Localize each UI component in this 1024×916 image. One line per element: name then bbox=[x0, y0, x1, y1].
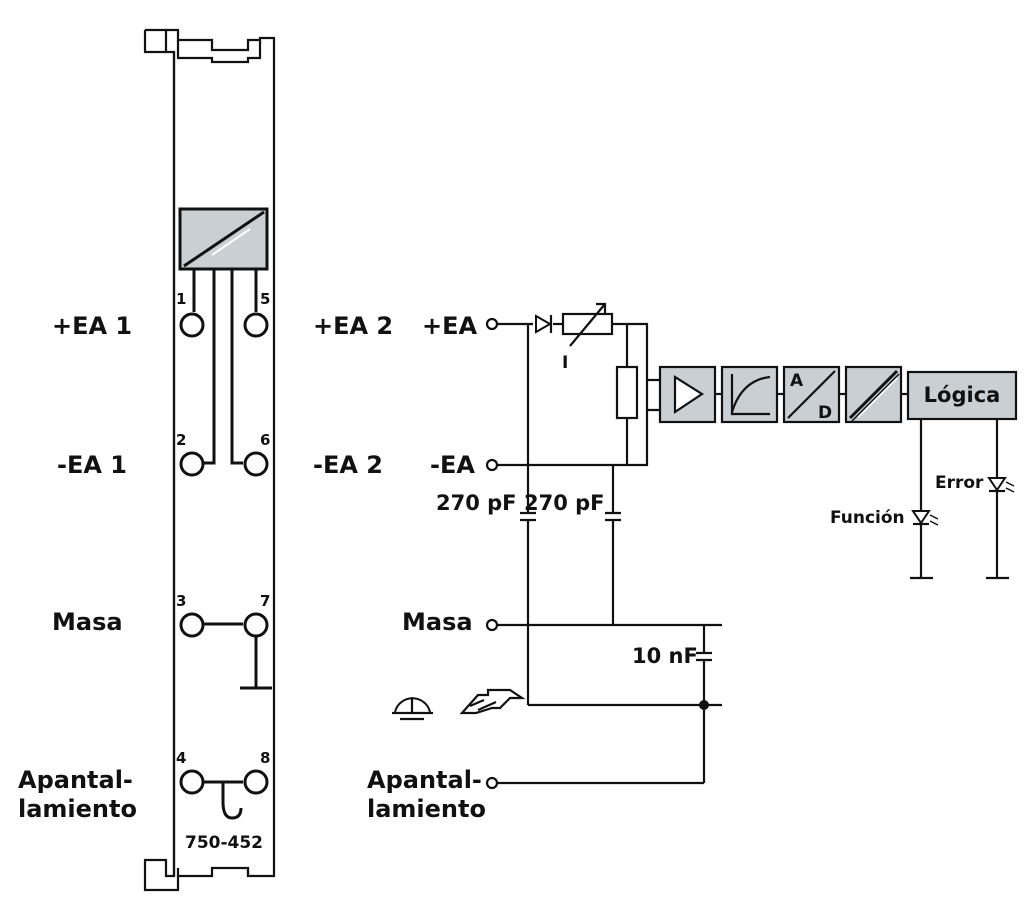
top-latch bbox=[176, 40, 262, 64]
terminal-1[interactable] bbox=[179, 312, 205, 338]
top-clip bbox=[143, 30, 166, 54]
part-number: 750-452 bbox=[185, 833, 263, 853]
pin-number-7: 7 bbox=[260, 592, 270, 610]
pin-number-1: 1 bbox=[176, 290, 186, 308]
terminal-ea-plus[interactable] bbox=[485, 317, 499, 331]
din-rail-icon bbox=[459, 688, 526, 715]
adc-d-label: D bbox=[818, 403, 832, 423]
terminal-7[interactable] bbox=[243, 612, 269, 638]
terminal-3[interactable] bbox=[179, 612, 205, 638]
terminal-2[interactable] bbox=[179, 451, 205, 477]
current-label: I bbox=[562, 353, 568, 373]
label-ea-minus: -EA bbox=[430, 451, 475, 479]
terminal-shield[interactable] bbox=[485, 776, 499, 790]
cap2-value: 270 pF bbox=[524, 491, 605, 515]
signal-chain: A D Lógica bbox=[658, 365, 1018, 424]
pin-number-3: 3 bbox=[176, 592, 186, 610]
label-ea2-minus: -EA 2 bbox=[313, 451, 383, 479]
variable-resistor: I bbox=[561, 302, 614, 373]
terminal-8[interactable] bbox=[243, 769, 269, 795]
label-ea1-minus: -EA 1 bbox=[57, 451, 127, 479]
module-terminals bbox=[179, 312, 269, 795]
module-converter-symbol bbox=[178, 207, 269, 271]
module-internal-wiring bbox=[192, 269, 272, 820]
pin-number-4: 4 bbox=[176, 749, 186, 767]
pin-number-5: 5 bbox=[260, 290, 270, 308]
error-led-label: Error bbox=[935, 473, 984, 493]
circuit-terminals bbox=[485, 317, 499, 790]
terminal-5[interactable] bbox=[243, 312, 269, 338]
pin-number-2: 2 bbox=[176, 431, 186, 449]
terminal-6[interactable] bbox=[243, 451, 269, 477]
label-masa-right: Masa bbox=[402, 608, 473, 636]
capacitors bbox=[520, 511, 712, 662]
label-shield-right-2: lamiento bbox=[367, 795, 486, 823]
label-masa-left: Masa bbox=[52, 608, 123, 636]
logic-label: Lógica bbox=[924, 383, 1001, 407]
earth-ground-icon bbox=[392, 697, 433, 721]
module-housing bbox=[143, 28, 276, 892]
terminal-4[interactable] bbox=[179, 769, 205, 795]
pin-number-8: 8 bbox=[260, 749, 270, 767]
status-leds: Función Error bbox=[830, 419, 1015, 580]
error-led-icon bbox=[987, 477, 1007, 492]
adc-a-label: A bbox=[790, 371, 804, 391]
terminal-masa[interactable] bbox=[485, 618, 499, 632]
function-led-label: Función bbox=[830, 508, 905, 528]
label-ea1-plus: +EA 1 bbox=[52, 312, 132, 340]
logic-block bbox=[906, 370, 1018, 421]
shunt-resistor bbox=[615, 365, 639, 420]
pin-number-6: 6 bbox=[260, 431, 270, 449]
label-ea-plus: +EA bbox=[422, 312, 478, 340]
label-shield-left-2: lamiento bbox=[18, 795, 137, 823]
label-ea2-plus: +EA 2 bbox=[313, 312, 393, 340]
label-shield-right-1: Apantal- bbox=[367, 766, 482, 794]
function-led-icon bbox=[911, 510, 931, 525]
pin-numbers: 1 2 3 4 5 6 7 8 bbox=[176, 290, 270, 767]
terminal-ea-minus[interactable] bbox=[485, 458, 499, 472]
label-shield-left-1: Apantal- bbox=[18, 766, 133, 794]
cap1-value: 270 pF bbox=[436, 491, 517, 515]
diode-symbol bbox=[535, 314, 553, 334]
circuit-wires bbox=[497, 322, 722, 785]
amplifier-block bbox=[658, 365, 717, 424]
junction-dot bbox=[699, 700, 709, 710]
cap3-value: 10 nF bbox=[632, 644, 698, 668]
